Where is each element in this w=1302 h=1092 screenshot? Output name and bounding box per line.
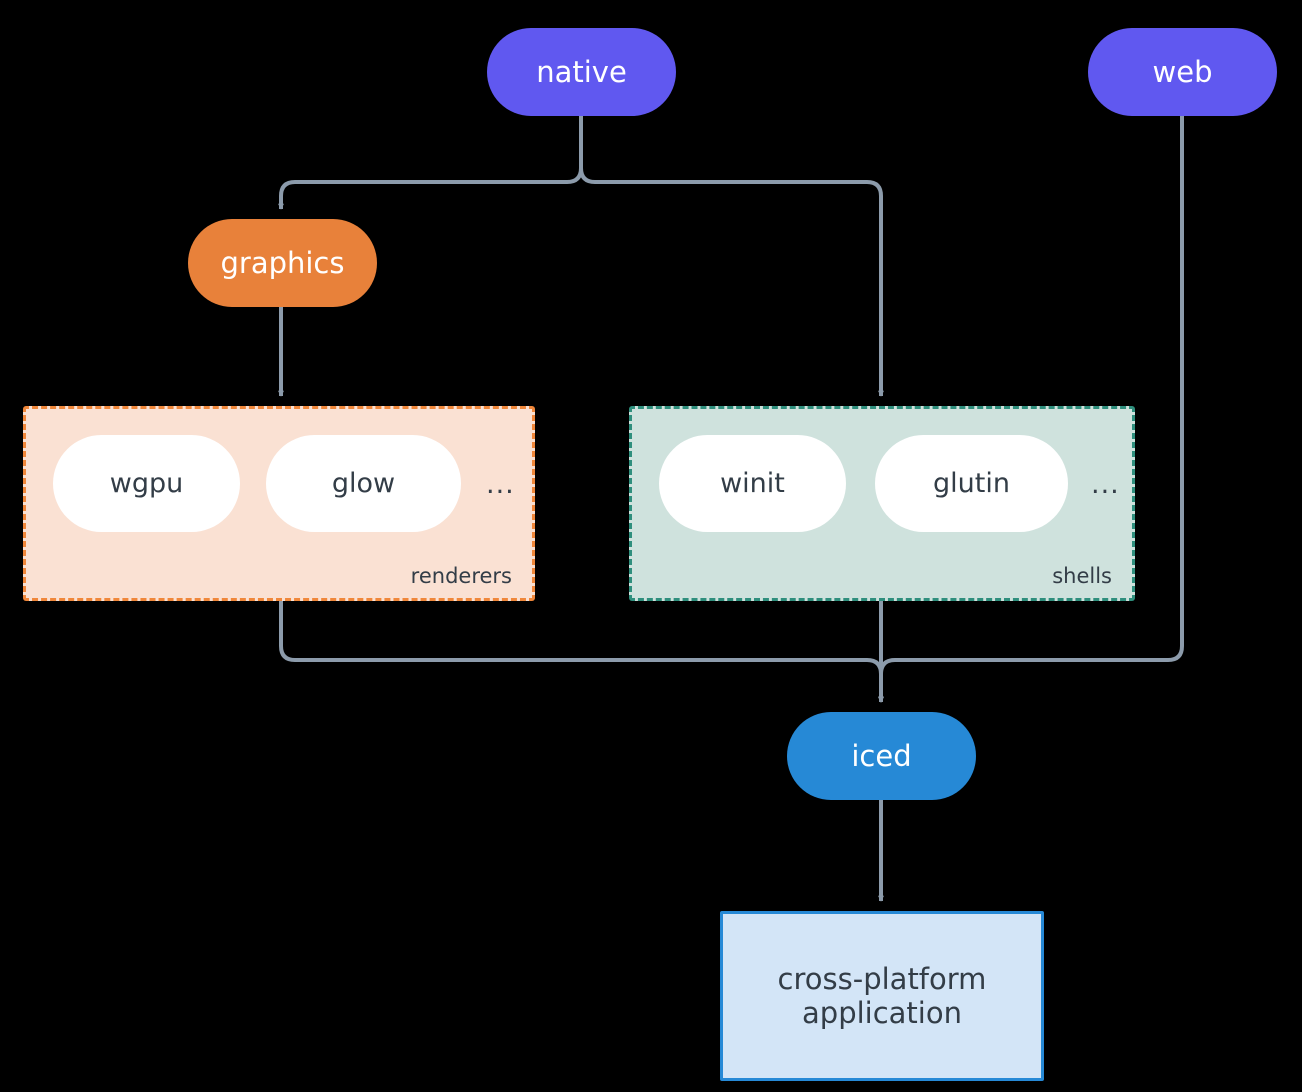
leaf-wgpu-label: wgpu xyxy=(109,468,184,499)
group-shells-label: shells xyxy=(1052,564,1112,588)
group-renderers-label: renderers xyxy=(410,564,512,588)
node-cross-platform-application[interactable]: cross-platform application xyxy=(720,911,1044,1081)
node-web[interactable]: web xyxy=(1088,28,1277,116)
edge-renderers-iced xyxy=(279,601,884,703)
leaf-glow-label: glow xyxy=(331,468,396,499)
node-graphics[interactable]: graphics xyxy=(188,219,377,307)
shells-overflow-ellipsis: ... xyxy=(1091,469,1120,500)
application-label-line1: cross-platform xyxy=(777,961,987,996)
edge-native-shells xyxy=(579,116,884,397)
leaf-glutin-label: glutin xyxy=(933,468,1010,499)
application-label-line2: application xyxy=(802,996,962,1030)
leaf-winit[interactable]: winit xyxy=(659,435,846,532)
leaf-winit-label: winit xyxy=(720,468,785,499)
leaf-glow[interactable]: glow xyxy=(266,435,461,532)
node-native-label: native xyxy=(536,54,627,89)
renderers-overflow-ellipsis: ... xyxy=(486,469,515,500)
edge-native-bus xyxy=(278,116,583,210)
node-iced-label: iced xyxy=(851,738,912,773)
node-iced[interactable]: iced xyxy=(787,712,976,800)
node-graphics-label: graphics xyxy=(220,245,345,280)
leaf-wgpu[interactable]: wgpu xyxy=(53,435,240,532)
node-web-label: web xyxy=(1152,54,1213,89)
node-native[interactable]: native xyxy=(487,28,676,116)
leaf-glutin[interactable]: glutin xyxy=(875,435,1068,532)
group-shells: winit glutin ... shells xyxy=(629,406,1135,601)
group-renderers: wgpu glow ... renderers xyxy=(23,406,535,601)
